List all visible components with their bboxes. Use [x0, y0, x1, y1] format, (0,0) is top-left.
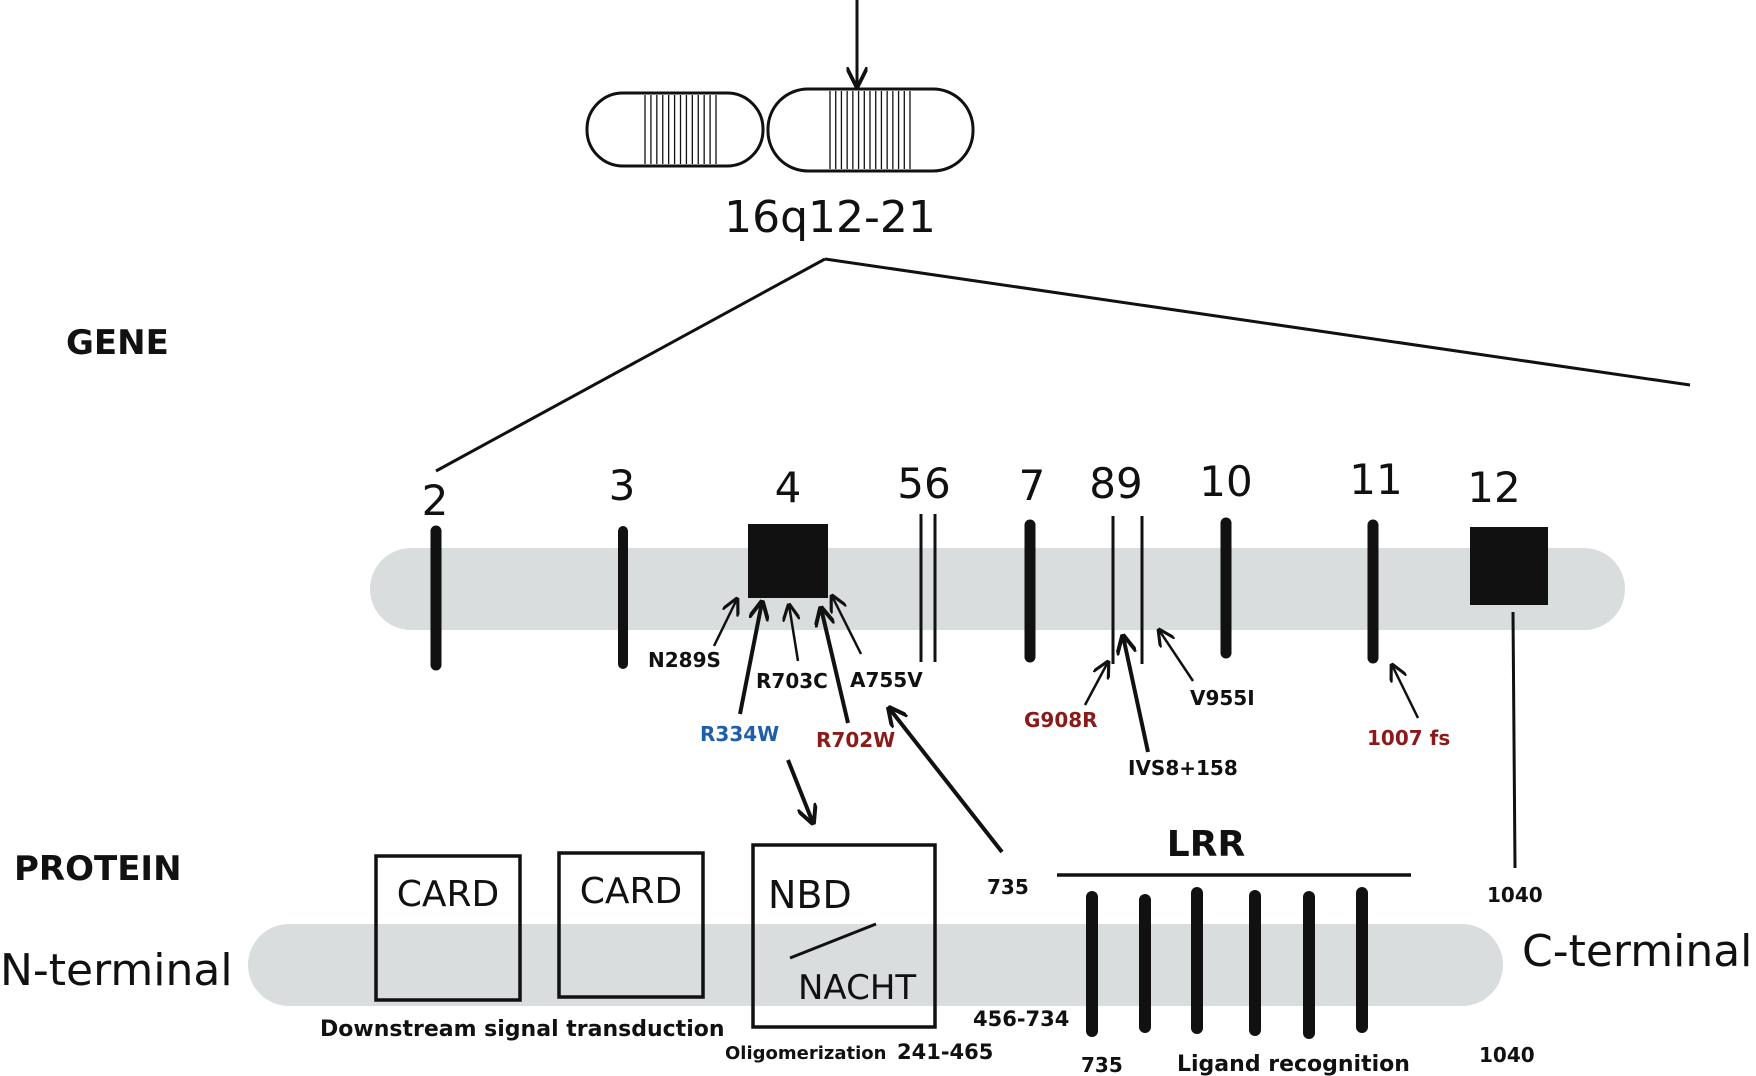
number-1040-bottom: 1040 [1479, 1043, 1535, 1067]
mutation-label-ivs8-158: IVS8+158 [1128, 756, 1238, 780]
arrow-a755v [832, 596, 863, 655]
c-terminal-label: C-terminal [1522, 926, 1752, 977]
mutation-label-a755v: A755V [850, 668, 923, 692]
card-2-label: CARD [580, 871, 683, 912]
arrow-r703c [789, 605, 798, 662]
n-terminal-label: N-terminal [0, 945, 233, 996]
zoom-line-right [824, 257, 1691, 387]
exon-label: 11 [1349, 455, 1402, 504]
card-domain-1: CARD [374, 854, 522, 1002]
arrow-1007fs [1392, 665, 1420, 719]
gene-track [370, 548, 1625, 630]
mutation-label-n289s: N289S [648, 648, 721, 672]
nbd-nacht-divider [789, 922, 877, 960]
mutation-label-g908r: G908R [1024, 708, 1098, 732]
mutation-label-r703c: R703C [756, 669, 828, 693]
chromosome: 16q12-21 [585, 0, 975, 243]
exon-label: 12 [1467, 463, 1520, 512]
exon-label: 3 [609, 461, 636, 510]
arrow-ivs8 [1123, 636, 1150, 753]
nbd-label: NBD [768, 873, 852, 917]
nbd-nacht-domain: NBD NACHT [751, 843, 937, 1029]
number-735-top: 735 [987, 875, 1029, 899]
exon-label: 89 [1089, 459, 1142, 508]
lrr-domain: LRR [1057, 824, 1411, 1039]
zoom-line-left [435, 257, 826, 473]
exon-label: 7 [1019, 461, 1046, 510]
lrr-label: LRR [1167, 824, 1245, 865]
exon-label: 10 [1199, 457, 1252, 506]
arrow-g908r [1083, 662, 1108, 706]
arrow-n289s [712, 599, 737, 647]
exon-label: 2 [422, 476, 449, 525]
mutation-arrows [712, 596, 1517, 869]
arrow-r334w [738, 602, 762, 715]
protein-captions: Downstream signal transduction Oligomeri… [320, 875, 1543, 1076]
number-1040-top: 1040 [1487, 883, 1543, 907]
mutation-label-r702w: R702W [816, 728, 895, 752]
mutation-label-1007fs: 1007 fs [1367, 726, 1450, 750]
arrow-r702w [821, 608, 850, 724]
exon-12 [1470, 527, 1548, 605]
exon-marks [430, 514, 1548, 671]
gene-section-label: GENE [66, 323, 169, 363]
chromosome-band-label: 16q12-21 [724, 192, 936, 243]
card-domain-2: CARD [557, 851, 705, 999]
exon-labels: 2 3 4 56 7 89 10 11 12 [422, 455, 1521, 525]
chromosome-bands-p [644, 95, 717, 164]
card-1-label: CARD [397, 874, 500, 915]
exon-4 [748, 524, 828, 598]
nacht-label: NACHT [798, 968, 916, 1008]
caption-oligomerization: Oligomerization [725, 1043, 886, 1064]
arrow-to-nbd [786, 759, 813, 823]
protein-track [248, 924, 1503, 1006]
number-735-bottom: 735 [1081, 1053, 1123, 1076]
number-456-734: 456-734 [973, 1007, 1069, 1031]
protein-section-label: PROTEIN [14, 849, 182, 889]
mutation-labels: N289S R703C A755V R334W R702W G908R V955… [648, 648, 1450, 780]
exon-label: 56 [897, 459, 950, 508]
arrow-735-to-a755v [889, 708, 1004, 854]
mutation-label-v955i: V955I [1190, 686, 1255, 710]
caption-ligand-recognition: Ligand recognition [1177, 1052, 1410, 1076]
caption-signal-transduction: Downstream signal transduction [320, 1017, 725, 1042]
mutation-label-r334w: R334W [700, 722, 779, 746]
exon12-to-protein-line [1511, 611, 1517, 869]
arrow-v955i [1159, 630, 1195, 682]
number-241-465: 241-465 [897, 1040, 993, 1064]
chromosome-bands-q [829, 91, 911, 169]
exon-label: 4 [775, 463, 802, 512]
